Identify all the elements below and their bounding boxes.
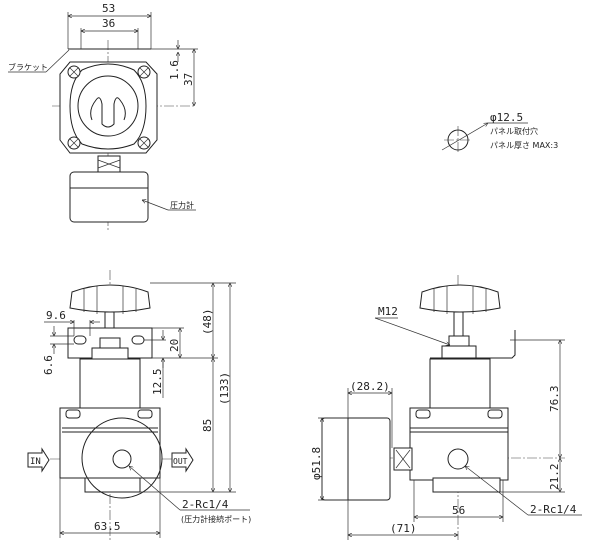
panel-hole-label: パネル取付穴 — [490, 126, 538, 136]
panel-thickness-label: パネル厚さ MAX:3 — [490, 141, 558, 150]
dim-53: 53 — [102, 2, 115, 15]
dim-36: 36 — [102, 17, 115, 30]
dim-21-2: 21.2 — [548, 464, 561, 491]
panel-hole-detail: φ12.5 パネル取付穴 パネル厚さ MAX:3 — [441, 111, 558, 154]
svg-text:OUT: OUT — [173, 457, 188, 466]
svg-text:IN: IN — [30, 457, 41, 467]
label-gauge: 圧力計 — [170, 200, 194, 210]
dim-6-6: 6.6 — [42, 355, 55, 375]
port-label-side: 2-Rc1/4 — [530, 503, 577, 516]
port-label-front: 2-Rc1/4 — [182, 498, 229, 511]
dim-12-5: 12.5 — [151, 369, 164, 396]
in-arrow-icon: IN — [27, 447, 50, 473]
dim-37: 37 — [182, 73, 195, 86]
dim-71: (71) — [390, 522, 417, 535]
dim-133: (133) — [218, 372, 231, 405]
front-view: (48) (133) 85 20 12.5 9.6 6.6 63.5 IN OU… — [27, 270, 251, 540]
dim-1-6: 1.6 — [168, 60, 181, 80]
out-arrow-icon: OUT — [171, 447, 194, 473]
dim-9-6: 9.6 — [46, 309, 66, 322]
dim-76-3: 76.3 — [548, 386, 561, 413]
panel-hole-diameter: φ12.5 — [490, 111, 523, 124]
thread-label-m12: M12 — [378, 305, 398, 318]
port-note: (圧力計接続ポート) — [181, 514, 251, 524]
dim-63-5: 63.5 — [94, 520, 121, 533]
label-bracket: ブラケット — [8, 62, 48, 72]
knob[interactable] — [69, 284, 151, 313]
dim-20: 20 — [168, 339, 181, 352]
top-view: 53 36 1.6 37 ブラケット 圧力計 — [8, 2, 198, 232]
dim-85: 85 — [201, 419, 214, 432]
dim-28-2: (28.2) — [350, 380, 390, 393]
dim-48: (48) — [201, 309, 214, 336]
dim-56: 56 — [452, 504, 465, 517]
screw-icon — [67, 65, 151, 150]
dim-51-8: φ51.8 — [310, 447, 323, 480]
side-view: M12 (28.2) φ51.8 76.3 21.2 56 (71) 2-Rc1… — [310, 275, 582, 540]
